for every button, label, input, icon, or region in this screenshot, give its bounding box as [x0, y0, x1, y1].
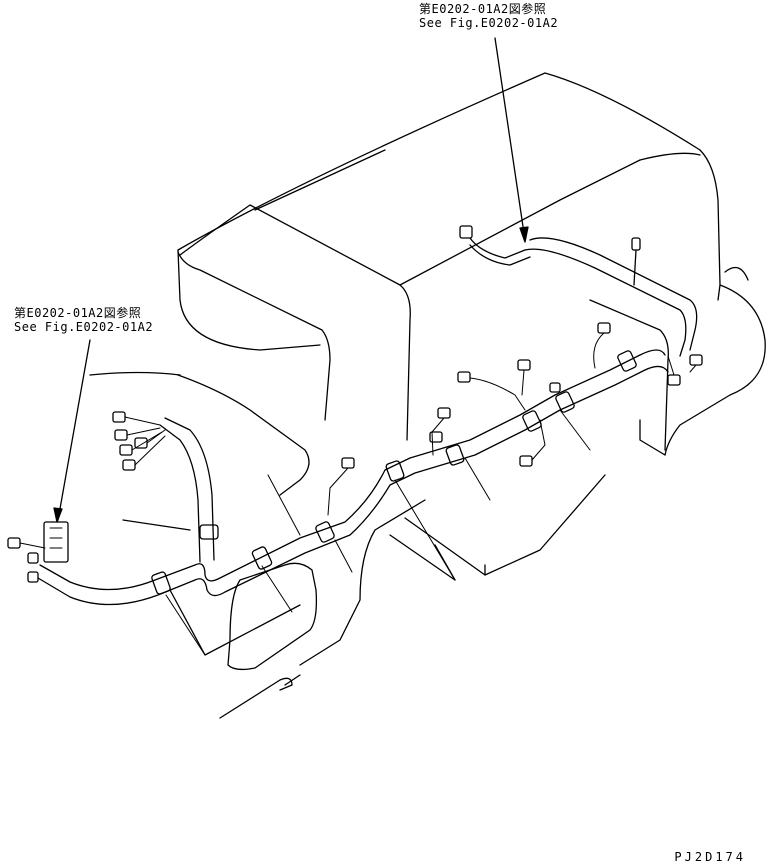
connector-left-2 [27, 552, 39, 564]
cab-left-face [177, 249, 321, 351]
rear-housing-inner [639, 152, 701, 161]
harness-vertical-drop [633, 249, 637, 286]
connector-mid-4 [457, 371, 471, 383]
clamp-3 [251, 546, 273, 570]
connector-mid-5 [517, 359, 531, 371]
rear-bump [724, 266, 749, 281]
harness-rear-lower [524, 248, 687, 357]
clamp-8 [555, 391, 575, 413]
clamp-6 [445, 444, 465, 466]
connector-cluster-3 [119, 444, 133, 456]
pointer-line [122, 519, 191, 531]
reference-callout-left: 第E0202-01A2図参照 See Fig.E0202-01A2 [14, 306, 153, 334]
leader-left-arrow [53, 507, 63, 523]
body-outline [89, 72, 766, 719]
roof-line [254, 149, 386, 211]
connector-rear-3 [667, 374, 681, 386]
connector-mid-1 [341, 457, 355, 469]
step-line-2 [284, 674, 301, 686]
rear-bottom [639, 419, 666, 456]
leader-top [494, 37, 526, 241]
left-frame-diag [169, 589, 301, 656]
main-harness [37, 237, 698, 606]
connector-left-1 [7, 537, 21, 549]
connector-rear-2 [689, 354, 703, 366]
leader-top-arrow [519, 226, 529, 243]
clamp-5 [385, 460, 405, 482]
connector-cluster-4 [122, 459, 136, 471]
connector-block-left [43, 521, 69, 563]
reference-left-jp: 第E0202-01A2図参照 [14, 306, 142, 320]
connector-mid-6 [549, 382, 561, 393]
connector-mid-7 [519, 455, 533, 467]
step-line [219, 677, 293, 719]
figure-id: PJ2D174 [674, 850, 746, 864]
cab-mid-edge [249, 204, 411, 441]
bottom-panel [227, 562, 318, 671]
frame-line-1 [404, 474, 606, 576]
reference-top-jp: 第E0202-01A2図参照 [419, 2, 547, 16]
lower-front [89, 371, 181, 376]
clamp-1 [151, 571, 171, 595]
frame-diag-1 [389, 534, 456, 581]
connector-cluster-2 [114, 429, 128, 441]
harness-branch-vertical [159, 424, 201, 563]
harness-main-upper [39, 349, 666, 591]
connector-cluster-5 [134, 437, 148, 449]
harness-main-lower [37, 365, 669, 606]
reference-left-en: See Fig.E0202-01A2 [14, 320, 154, 334]
connectors [7, 225, 703, 583]
connector-cluster-1 [112, 411, 126, 423]
clamp-4 [315, 521, 335, 543]
roof-rear-line [399, 159, 641, 286]
harness-rear-upper [529, 237, 698, 351]
rear-vertical [717, 284, 721, 301]
lower-body-line [177, 374, 310, 496]
callout-lines [165, 409, 591, 656]
clamp-2 [199, 524, 219, 540]
harness-clamps [151, 350, 637, 595]
reference-callout-top: 第E0202-01A2図参照 See Fig.E0202-01A2 [419, 2, 558, 30]
clamp-7 [522, 410, 542, 432]
leader-left [57, 339, 91, 521]
connector-rear-1 [597, 322, 611, 334]
connector-top-1 [459, 225, 473, 239]
connector-mid-2 [437, 407, 451, 419]
rear-housing [664, 149, 766, 456]
connector-mid-3 [429, 431, 443, 443]
cab-front-panel [177, 251, 331, 421]
connector-top-2 [631, 237, 641, 251]
clamp-9 [617, 350, 637, 372]
cab-left-edge [179, 204, 251, 256]
connector-left-3 [27, 571, 39, 583]
harness-top-lead-2 [469, 244, 531, 266]
reference-top-en: See Fig.E0202-01A2 [419, 16, 559, 30]
harness-top-lead [469, 237, 526, 259]
roof-arc [177, 72, 701, 251]
lower-sill [299, 499, 426, 666]
rear-side-panel [589, 299, 669, 451]
harness-branch-vertical-2 [164, 417, 215, 561]
